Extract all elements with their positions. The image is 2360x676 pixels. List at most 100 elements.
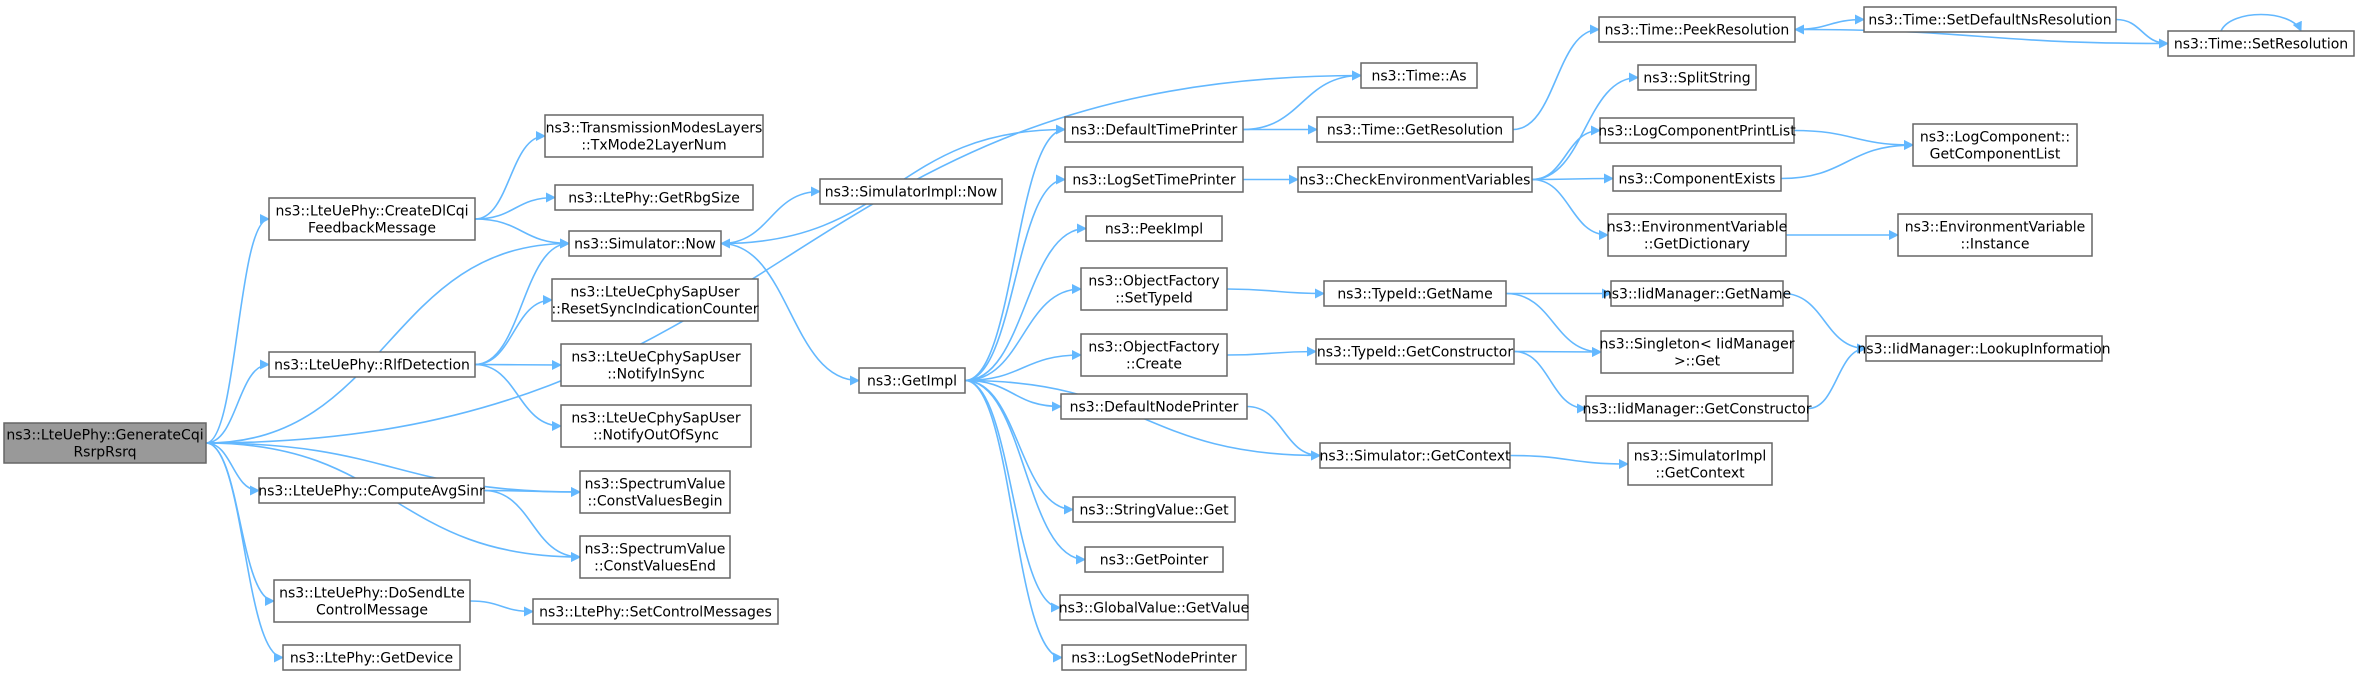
node-txMode[interactable]: ns3::TransmissionModesLayers::TxMode2Lay… (544, 114, 764, 158)
node-iidCtor[interactable]: ns3::IidManager::GetConstructor (1582, 395, 1812, 422)
node-tidCtor[interactable]: ns3::TypeId::GetConstructor (1315, 338, 1515, 365)
node-strGet[interactable]: ns3::StringValue::Get (1072, 496, 1236, 523)
node-getRbg[interactable]: ns3::LtePhy::GetRbgSize (554, 184, 754, 211)
edge-root-to-getDevice (205, 442, 284, 663)
node-setDef[interactable]: ns3::Time::SetDefaultNsResolution (1863, 6, 2117, 33)
node-box (1323, 280, 1507, 307)
node-setCtrl[interactable]: ns3::LtePhy::SetControlMessages (532, 598, 779, 625)
node-avgSinr[interactable]: ns3::LteUePhy::ComputeAvgSinr (258, 477, 485, 504)
node-gvGet[interactable]: ns3::GlobalValue::GetValue (1059, 594, 1249, 621)
node-label: ns3::TypeId::GetConstructor (1317, 345, 1513, 361)
node-label: ns3::Simulator::Now (574, 237, 716, 253)
edge-getRes-to-peekRes (1512, 24, 1600, 131)
node-box (1912, 123, 2078, 167)
node-checkEnv[interactable]: ns3::CheckEnvironmentVariables (1297, 166, 1533, 193)
node-implNow[interactable]: ns3::SimulatorImpl::Now (819, 178, 1003, 205)
node-setRes[interactable]: ns3::Time::SetResolution (2167, 30, 2355, 57)
node-label: FeedbackMessage (308, 221, 436, 237)
node-rlf[interactable]: ns3::LteUePhy::RlfDetection (268, 351, 476, 378)
node-label: ns3::LteUePhy::CreateDlCqi (275, 204, 468, 220)
node-logCompList[interactable]: ns3::LogComponent::GetComponentList (1912, 123, 2078, 167)
node-ofSetType[interactable]: ns3::ObjectFactory::SetTypeId (1080, 267, 1228, 311)
edge-compExists-to-logCompList (1780, 140, 1914, 180)
node-notifyOut[interactable]: ns3::LteUeCphySapUser::NotifyOutOfSync (560, 404, 752, 448)
node-ofCreate[interactable]: ns3::ObjectFactory::Create (1080, 333, 1228, 377)
node-getDevice[interactable]: ns3::LtePhy::GetDevice (282, 644, 461, 671)
node-createDl[interactable]: ns3::LteUePhy::CreateDlCqiFeedbackMessag… (268, 197, 476, 241)
node-label: ::ConstValuesBegin (587, 494, 722, 510)
node-simCtx[interactable]: ns3::Simulator::GetContext (1319, 442, 1511, 469)
edge-logPrint-to-logCompList (1793, 129, 1914, 150)
node-getImpl[interactable]: ns3::GetImpl (858, 367, 966, 394)
node-label: ns3::LteUeCphySapUser (571, 350, 741, 366)
edge-tidCtor-to-singleton (1513, 346, 1602, 357)
node-box (282, 644, 461, 671)
edge-ofCreate-to-tidCtor (1226, 346, 1317, 357)
node-label: ns3::SpectrumValue (585, 477, 726, 493)
node-resetSync[interactable]: ns3::LteUeCphySapUser::ResetSyncIndicati… (551, 278, 759, 322)
node-peekRes[interactable]: ns3::Time::PeekResolution (1598, 16, 1796, 43)
node-label: ns3::PeekImpl (1105, 222, 1203, 238)
edge-getImpl-to-defTime (964, 124, 1066, 382)
node-box (1064, 116, 1244, 143)
node-label: ::NotifyOutOfSync (593, 428, 719, 444)
edge-defNode-to-simCtx (1246, 405, 1321, 461)
node-lookup[interactable]: ns3::IidManager::LookupInformation (1857, 335, 2111, 362)
node-label: ::GetDictionary (1644, 237, 1750, 253)
node-label: ns3::DefaultTimePrinter (1071, 123, 1238, 139)
node-label: ns3::LogSetNodePrinter (1071, 651, 1237, 667)
node-logSetTime[interactable]: ns3::LogSetTimePrinter (1064, 166, 1244, 193)
node-timeAs[interactable]: ns3::Time::As (1360, 62, 1478, 89)
node-simNow[interactable]: ns3::Simulator::Now (568, 230, 722, 257)
node-label: ns3::TransmissionModesLayers (546, 121, 763, 137)
node-compExists[interactable]: ns3::ComponentExists (1612, 165, 1782, 192)
node-iidName[interactable]: ns3::IidManager::GetName (1603, 280, 1791, 307)
node-label: ns3::GetImpl (867, 374, 957, 390)
edge-getImpl-to-defNode (964, 379, 1062, 412)
edge-checkEnv-to-envDict (1531, 178, 1609, 240)
node-defNode[interactable]: ns3::DefaultNodePrinter (1060, 393, 1248, 420)
node-label: ns3::DefaultNodePrinter (1070, 400, 1239, 416)
edge-createDl-to-simNow (474, 218, 570, 249)
node-defTime[interactable]: ns3::DefaultTimePrinter (1064, 116, 1244, 143)
edge-root-to-rlf (205, 359, 270, 444)
node-label: ns3::LteUeCphySapUser (570, 285, 740, 301)
edge-getImpl-to-peekImpl (964, 223, 1087, 382)
node-tidName[interactable]: ns3::TypeId::GetName (1323, 280, 1507, 307)
node-box (1061, 644, 1247, 671)
node-peekImpl[interactable]: ns3::PeekImpl (1085, 215, 1223, 242)
node-logSetNode[interactable]: ns3::LogSetNodePrinter (1061, 644, 1247, 671)
node-singleton[interactable]: ns3::Singleton< IidManager >::Get (1600, 330, 1795, 374)
node-cvBegin[interactable]: ns3::SpectrumValue::ConstValuesBegin (579, 470, 731, 514)
node-notifyIn[interactable]: ns3::LteUeCphySapUser::NotifyInSync (560, 343, 752, 387)
edge-getImpl-to-ofCreate (964, 350, 1082, 382)
edge-defTime-to-timeAs (1242, 70, 1362, 131)
node-cvEnd[interactable]: ns3::SpectrumValue::ConstValuesEnd (579, 535, 731, 579)
edge-getImpl-to-strGet (964, 379, 1074, 515)
node-label: ns3::Singleton< IidManager (1600, 337, 1795, 353)
node-getPtr[interactable]: ns3::GetPointer (1084, 546, 1224, 573)
node-box (579, 535, 731, 579)
node-implCtx[interactable]: ns3::SimulatorImpl::GetContext (1627, 442, 1773, 486)
node-box (1637, 64, 1757, 91)
edge-setRes-to-peekRes (1794, 24, 2169, 45)
node-label: ::GetContext (1655, 466, 1745, 482)
node-box (1865, 335, 2103, 362)
node-envDict[interactable]: ns3::EnvironmentVariable::GetDictionary (1607, 213, 1788, 257)
edge-simCtx-to-implCtx (1509, 454, 1629, 469)
node-label: ::NotifyInSync (607, 367, 705, 383)
node-logPrint[interactable]: ns3::LogComponentPrintList (1598, 117, 1796, 144)
edge-setDef-to-setRes (2115, 18, 2169, 49)
node-label: ns3::LteUeCphySapUser (571, 411, 741, 427)
edge-simNow-to-implNow (720, 186, 821, 245)
node-box (273, 579, 471, 623)
node-box (1297, 166, 1533, 193)
node-getRes[interactable]: ns3::Time::GetResolution (1316, 116, 1514, 143)
edge-getImpl-to-ofSetType (964, 284, 1082, 382)
node-box (268, 197, 476, 241)
node-split[interactable]: ns3::SplitString (1637, 64, 1757, 91)
node-envInst[interactable]: ns3::EnvironmentVariable::Instance (1897, 213, 2093, 257)
